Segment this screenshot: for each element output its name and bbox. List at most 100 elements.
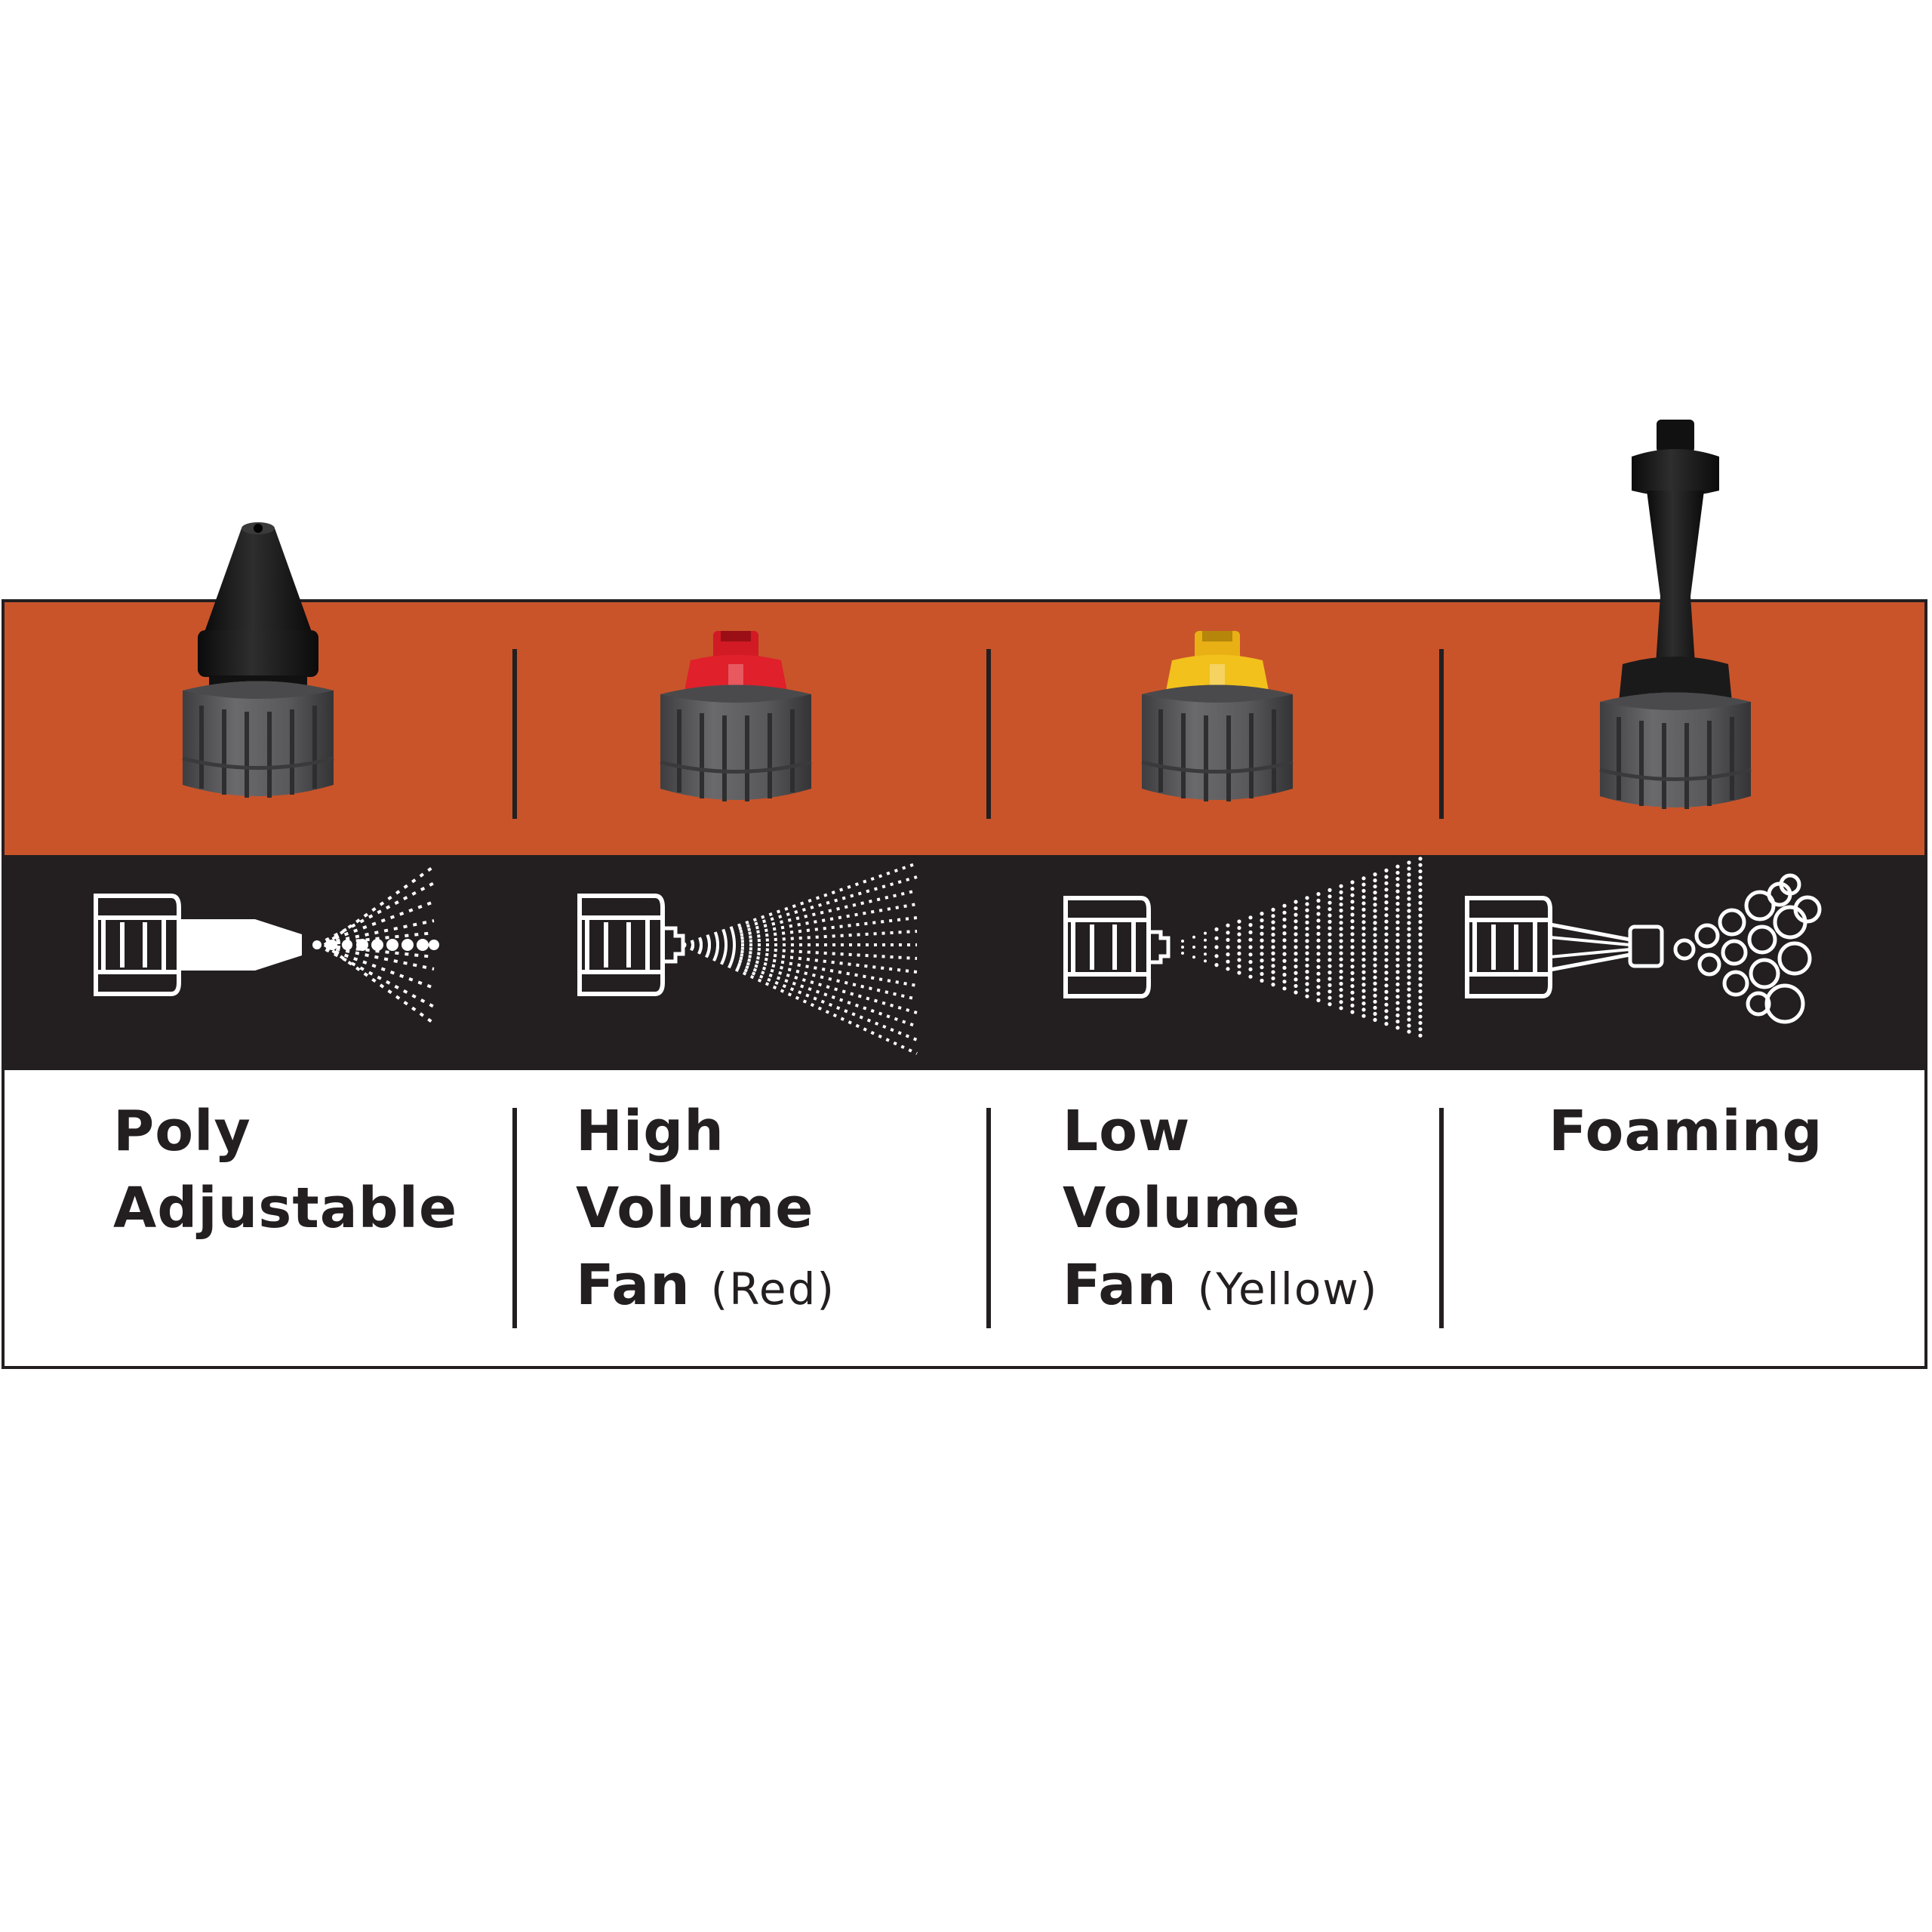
spray-dot (1350, 900, 1355, 904)
spray-dot (1384, 906, 1389, 911)
spray-dot (1294, 977, 1298, 982)
spray-dot (1395, 988, 1400, 993)
spray-dot (1384, 989, 1389, 994)
spray-dot (1384, 983, 1389, 988)
spray-dot (1373, 921, 1377, 925)
spray-dot (1226, 959, 1230, 964)
spray-dot (1248, 915, 1253, 920)
spray-dot (1350, 990, 1355, 995)
spray-dot (1305, 914, 1309, 918)
spray-dot (1361, 989, 1366, 993)
spray-dot (1339, 969, 1343, 974)
spray-dot (1395, 895, 1400, 900)
spray-dot (1316, 978, 1321, 983)
spray-dot (1395, 908, 1400, 912)
label-line: Fan (Yellow) (1063, 1247, 1378, 1327)
spray-dot (1248, 937, 1253, 942)
spray-dot (1260, 945, 1264, 949)
spray-dot (1214, 936, 1219, 940)
spray-dot (1339, 939, 1343, 943)
spray-dot (1282, 972, 1287, 977)
spray-dot (1373, 897, 1377, 901)
spray-dot (1418, 1033, 1423, 1038)
spray-dot (1327, 958, 1332, 962)
spray-dot (1418, 888, 1423, 893)
spray-dot (1384, 1015, 1389, 1020)
spray-dot (1407, 939, 1411, 943)
spray-dot (1373, 872, 1377, 877)
spray-dot (1350, 1003, 1355, 1008)
spray-dot (1361, 913, 1366, 918)
spray-dot (1407, 1017, 1411, 1022)
spray-dot (1282, 986, 1287, 991)
label-poly-adjustable: Poly Adjustable (113, 1093, 457, 1247)
spray-dot (1305, 982, 1309, 986)
spray-dot (1248, 952, 1253, 957)
label-foaming: Foaming (1549, 1093, 1823, 1170)
spray-dot (1384, 888, 1389, 892)
spray-dot (1418, 926, 1423, 931)
spray-dot (1271, 926, 1275, 931)
label-line: High (576, 1099, 724, 1164)
spray-dot (1407, 981, 1411, 986)
spray-dot (1237, 971, 1241, 975)
spray-dot (1395, 1026, 1400, 1030)
spray-dot (1271, 939, 1275, 943)
spray-dot (1373, 987, 1377, 992)
spray-dot (1294, 938, 1298, 943)
label-word: Fan (576, 1253, 691, 1318)
spray-dot (1316, 964, 1321, 969)
spray-pattern-band (5, 855, 1924, 1070)
spray-dot (1407, 957, 1411, 961)
spray-dot (1237, 919, 1241, 924)
spray-dot (1407, 860, 1411, 865)
spray-dot (1316, 985, 1321, 989)
spray-dot (1407, 951, 1411, 955)
spray-dot (1350, 912, 1355, 917)
spray-dot (1361, 901, 1366, 906)
spray-dot (1339, 915, 1343, 919)
spray-dot (1407, 1023, 1411, 1028)
spray-dot (1327, 907, 1332, 912)
spray-dot (1361, 976, 1366, 981)
spray-dot (1192, 946, 1195, 949)
spray-dot (1361, 1014, 1366, 1018)
spray-dot (1350, 932, 1355, 937)
spray-dot (1418, 1001, 1423, 1006)
spray-dot (1294, 945, 1298, 949)
spray-dot (1407, 897, 1411, 901)
spray-dot (1339, 927, 1343, 931)
spray-dot (1373, 951, 1377, 955)
spray-dot (1384, 945, 1389, 949)
spray-dot (1418, 863, 1423, 867)
spray-dot (1373, 927, 1377, 931)
spray-dot (1350, 887, 1355, 891)
spray-dot (1373, 999, 1377, 1004)
spray-dot (1282, 965, 1287, 970)
spray-dot (1294, 951, 1298, 956)
spray-dot (1316, 945, 1321, 949)
spray-dot (1395, 926, 1400, 931)
spray-dot (1350, 945, 1355, 949)
spray-dot (1294, 964, 1298, 969)
spray-dot (1373, 957, 1377, 961)
spray-dot (1407, 927, 1411, 931)
spray-dot (1248, 974, 1253, 979)
spray-dot (1226, 931, 1230, 935)
spray-dot (1395, 995, 1400, 999)
spray-dot (1407, 921, 1411, 925)
spray-dot (1327, 964, 1332, 968)
spray-dot (1294, 925, 1298, 930)
spray-dot (1204, 946, 1207, 949)
spray-dot (1339, 963, 1343, 968)
spray-dot (1373, 884, 1377, 889)
spray-dot (1407, 1029, 1411, 1034)
label-line: Adjustable (113, 1176, 458, 1241)
spray-dot (1316, 898, 1321, 903)
spray-dot (1350, 880, 1355, 884)
spray-dot (1294, 958, 1298, 962)
spray-dot (1260, 924, 1264, 929)
spray-dot (1418, 919, 1423, 924)
spray-dot (1407, 872, 1411, 877)
label-line: Foaming (1549, 1099, 1823, 1164)
